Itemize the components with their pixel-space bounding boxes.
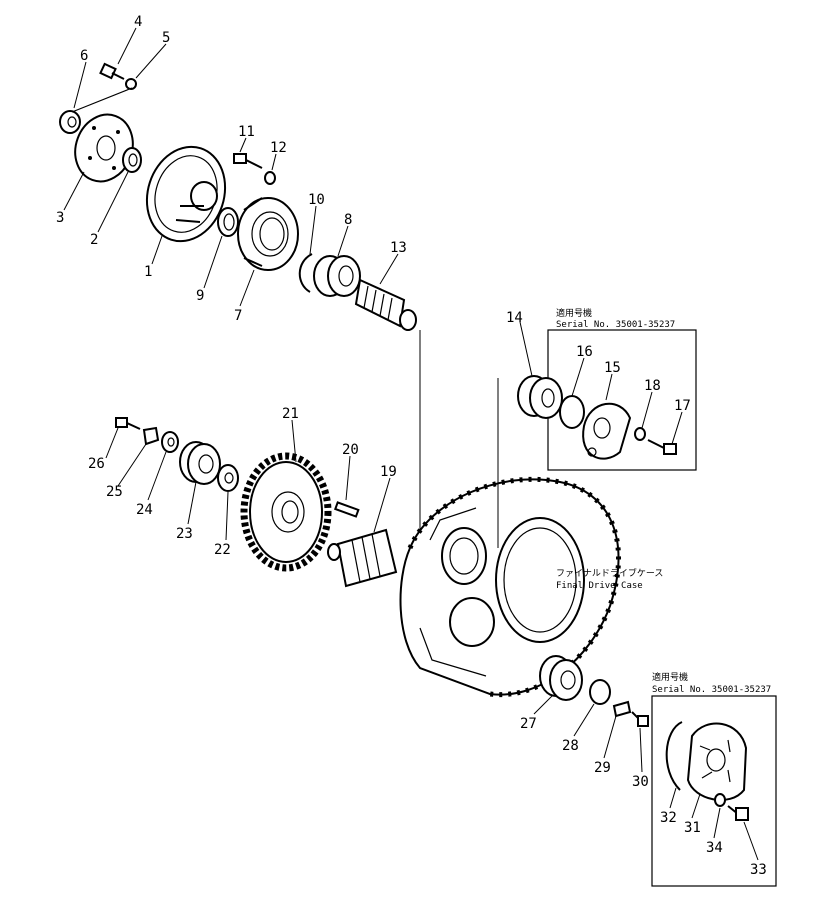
part-15-flange xyxy=(582,402,632,460)
box-b-serial: Serial No. 35001-35237 xyxy=(652,685,771,695)
leader-link-4-6 xyxy=(71,87,133,113)
part-1-cover xyxy=(145,145,227,243)
callout-21: 21 xyxy=(282,406,299,422)
callout-26: 26 xyxy=(88,456,105,472)
case-label-en: Final Drive Case xyxy=(556,581,643,591)
part-5-washer xyxy=(125,78,137,90)
callout-30: 30 xyxy=(632,774,649,790)
callout-6: 6 xyxy=(80,48,88,64)
callout-11: 11 xyxy=(238,124,255,140)
callout-4: 4 xyxy=(134,14,142,30)
part-7-cage xyxy=(237,197,299,271)
part-11-bolt xyxy=(233,153,263,169)
part-21-gear xyxy=(240,452,332,572)
part-20-key xyxy=(334,501,360,518)
part-32-o-ring xyxy=(665,721,683,791)
part-23-bearing xyxy=(179,441,221,485)
callout-2: 2 xyxy=(90,232,98,248)
callout-28: 28 xyxy=(562,738,579,754)
serial-box-b xyxy=(651,695,777,887)
part-13-pinion-shaft xyxy=(354,278,417,331)
callout-23: 23 xyxy=(176,526,193,542)
callout-13: 13 xyxy=(390,240,407,256)
part-19-pinion xyxy=(327,528,398,588)
callout-1: 1 xyxy=(144,264,152,280)
part-8-bearing xyxy=(313,255,361,297)
part-30-bolt xyxy=(631,711,649,727)
callout-3: 3 xyxy=(56,210,64,226)
part-6-nut xyxy=(59,110,81,134)
part-33-bolt xyxy=(727,805,749,821)
callout-20: 20 xyxy=(342,442,359,458)
callout-5: 5 xyxy=(162,30,170,46)
callout-18: 18 xyxy=(644,378,661,394)
part-29-lock xyxy=(612,700,632,718)
part-26-bolt xyxy=(115,417,141,430)
part-14-bearing xyxy=(517,375,563,419)
callout-31: 31 xyxy=(684,820,701,836)
part-27-bearing xyxy=(539,655,583,701)
part-28-shim xyxy=(589,679,611,705)
part-2-seal xyxy=(122,147,142,173)
callout-15: 15 xyxy=(604,360,621,376)
callout-29: 29 xyxy=(594,760,611,776)
callout-25: 25 xyxy=(106,484,123,500)
callout-14: 14 xyxy=(506,310,523,326)
part-22-spacer xyxy=(217,464,239,492)
callout-24: 24 xyxy=(136,502,153,518)
callout-19: 19 xyxy=(380,464,397,480)
callout-leaders xyxy=(63,27,759,861)
part-25-lock-plate xyxy=(142,426,160,446)
callout-9: 9 xyxy=(196,288,204,304)
part-9-seal xyxy=(217,207,239,237)
part-3-plate xyxy=(74,113,134,183)
part-4-bolt xyxy=(99,62,125,80)
part-31-cover xyxy=(686,722,748,801)
final-drive-case xyxy=(399,476,621,698)
callout-7: 7 xyxy=(234,308,242,324)
callout-33: 33 xyxy=(750,862,767,878)
part-17-bolt xyxy=(647,439,677,455)
part-10-snap-ring xyxy=(298,253,313,293)
callout-32: 32 xyxy=(660,810,677,826)
callout-10: 10 xyxy=(308,192,325,208)
part-16-o-ring xyxy=(559,395,585,429)
callout-8: 8 xyxy=(344,212,352,228)
callout-34: 34 xyxy=(706,840,723,856)
callout-12: 12 xyxy=(270,140,287,156)
part-24-washer xyxy=(161,431,179,453)
part-12-washer xyxy=(264,171,276,185)
callout-22: 22 xyxy=(214,542,231,558)
case-label-jp: ファイナルドライブケース xyxy=(556,567,663,579)
callout-17: 17 xyxy=(674,398,691,414)
box-a-title: 適用号機 xyxy=(556,307,592,319)
box-a-serial: Serial No. 35001-35237 xyxy=(556,320,675,330)
callout-27: 27 xyxy=(520,716,537,732)
box-b-title: 適用号機 xyxy=(652,671,688,683)
callout-16: 16 xyxy=(576,344,593,360)
part-18-washer xyxy=(634,427,646,441)
part-34-washer xyxy=(714,793,726,807)
